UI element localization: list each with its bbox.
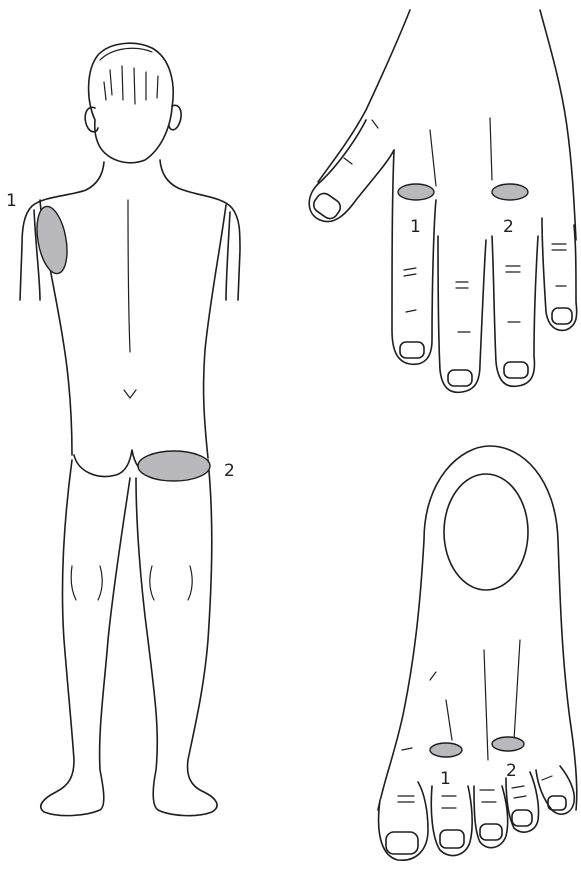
index-finger <box>392 150 436 364</box>
ankle-section <box>444 474 528 590</box>
body-back-figure: 1 2 <box>6 43 240 815</box>
left-leg <box>41 460 130 816</box>
middle-finger <box>438 236 486 392</box>
foot-injection-site-2 <box>492 737 524 751</box>
third-toe <box>474 786 508 848</box>
torso-sides <box>40 200 226 458</box>
foot-outline <box>378 446 577 810</box>
sacrum-mark <box>124 390 136 398</box>
ring-finger <box>492 236 538 386</box>
body-site-label-2: 2 <box>224 461 235 481</box>
hand-site-label-2: 2 <box>503 217 514 237</box>
little-toe <box>536 766 574 814</box>
foot-site-label-1: 1 <box>440 769 451 789</box>
injection-site-2-buttock <box>138 451 210 481</box>
spine <box>128 200 130 352</box>
knee-creases <box>71 566 192 600</box>
hand-figure: 1 2 <box>309 10 576 392</box>
right-arm-stub <box>226 212 230 300</box>
hand-injection-site-1 <box>398 184 434 200</box>
foot-figure: 1 2 <box>378 446 577 860</box>
foot-injection-site-1 <box>430 743 462 757</box>
fourth-toe <box>506 772 539 832</box>
head <box>89 43 174 162</box>
foot-site-label-2: 2 <box>506 761 517 781</box>
hair <box>100 48 158 104</box>
right-leg <box>136 460 217 816</box>
body-site-label-1: 1 <box>6 191 17 211</box>
hand-site-label-1: 1 <box>410 217 421 237</box>
hand-outline <box>318 10 576 240</box>
hand-injection-site-2 <box>492 184 528 200</box>
